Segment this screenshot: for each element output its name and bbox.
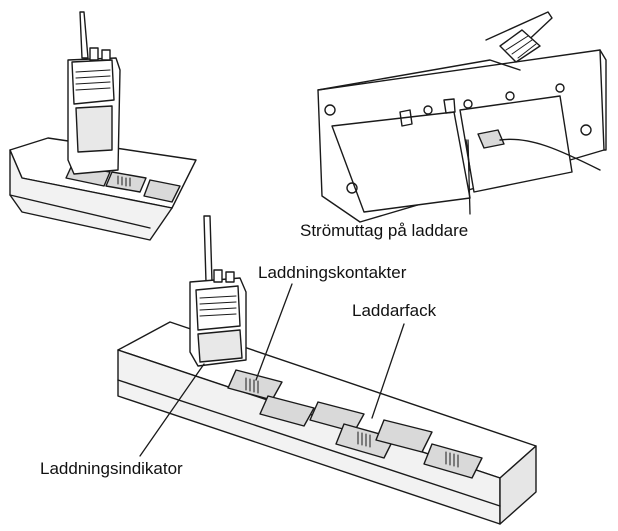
multi-unit-charger (117, 321, 537, 525)
label-charging-indicator: Laddningsindikator (40, 459, 183, 478)
leader-lines (139, 139, 471, 457)
radio-single (67, 11, 121, 175)
charger-underside (317, 11, 607, 223)
label-charger-slot: Laddarfack (352, 301, 437, 320)
label-charging-contacts: Laddningskontakter (258, 263, 407, 282)
radio-multi (189, 215, 247, 367)
single-unit-charger (9, 137, 197, 241)
label-power-socket: Strömuttag på laddare (300, 221, 469, 240)
leader-charging-indicator (139, 363, 205, 457)
leader-charger-slot (371, 323, 405, 419)
leader-power-socket (467, 139, 471, 215)
leader-charging-contacts (255, 283, 293, 381)
